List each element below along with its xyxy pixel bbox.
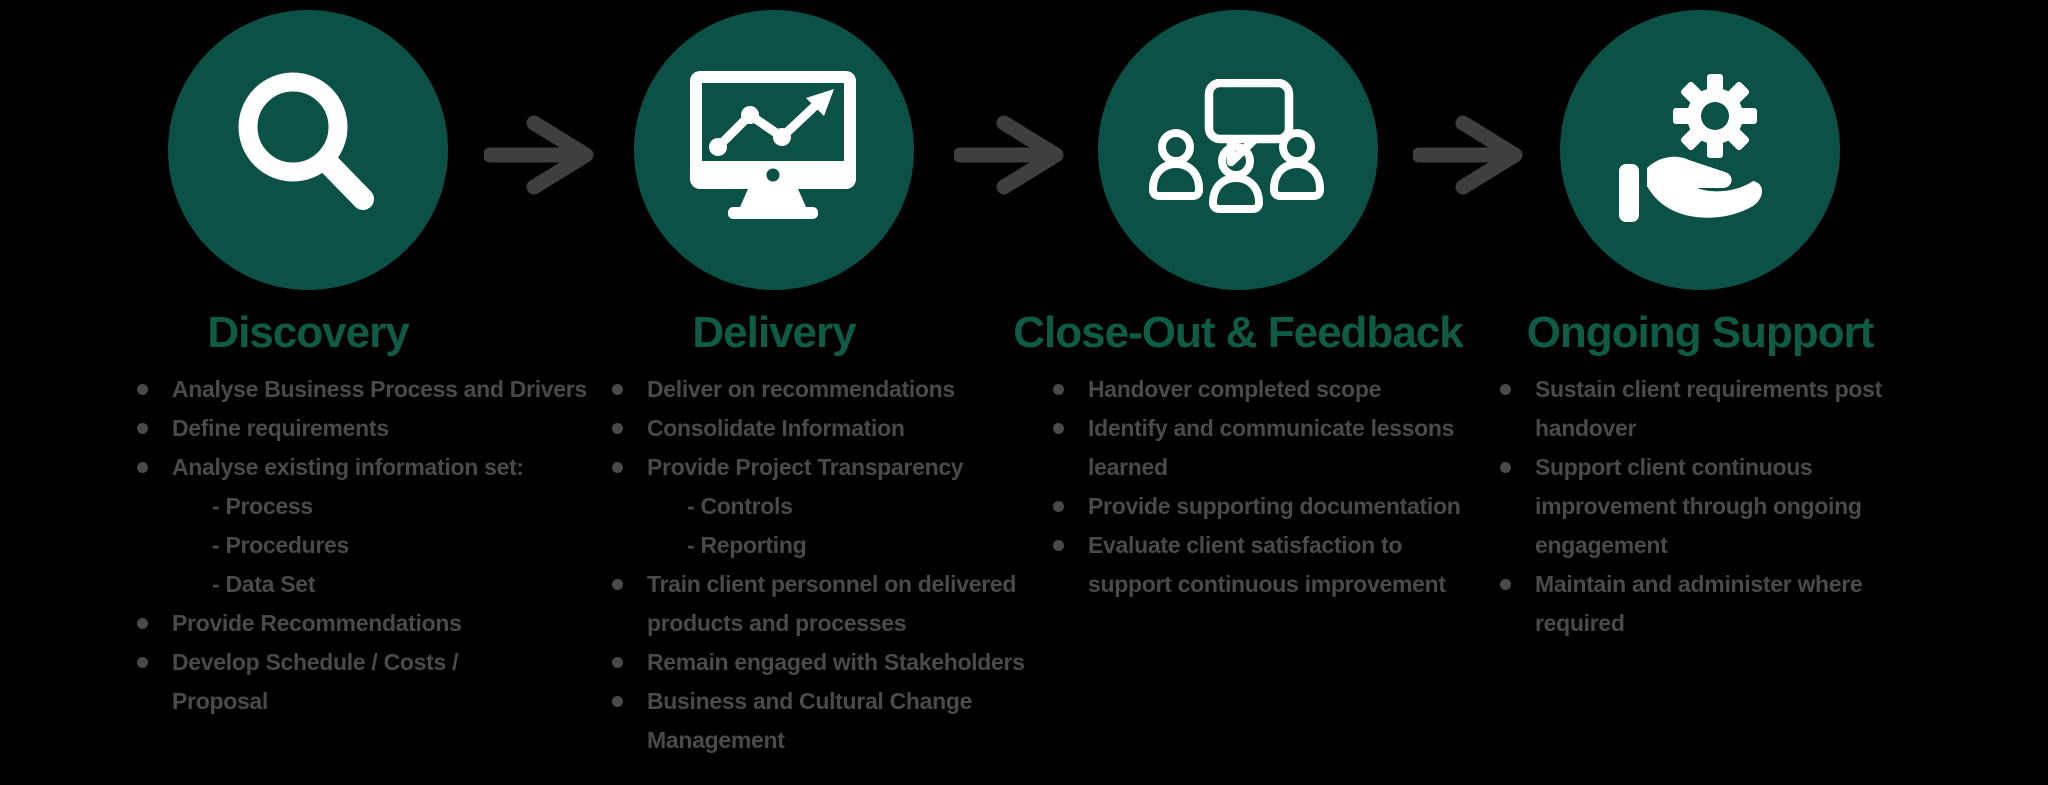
list-item-text: Analyse existing information set:: [172, 454, 524, 480]
list-item-text: Consolidate Information: [647, 415, 905, 441]
bullet-dot-icon: [612, 696, 623, 707]
list-item-text: Handover completed scope: [1088, 376, 1382, 402]
list-item: Sustain client requirements post handove…: [1500, 370, 2048, 448]
list-item: Deliver on recommendations: [612, 370, 1172, 409]
bullet-dot-icon: [1053, 540, 1064, 551]
bullet-dot-icon: [1500, 579, 1511, 590]
list-item-text: - Process: [212, 493, 313, 519]
list-item: - Process: [137, 487, 697, 526]
stage-closeout-feedback: Close-Out & Feedback Handover completed …: [1007, 10, 1469, 604]
list-item-text: Provide Project Transparency: [647, 454, 964, 480]
bullet-dot-icon: [1053, 423, 1064, 434]
list-item-text: Analyse Business Process and Drivers: [172, 376, 587, 402]
stage-circle: [168, 10, 448, 290]
bullet-dot-icon: [612, 423, 623, 434]
list-item: Provide supporting documentation: [1053, 487, 1613, 526]
list-item: Handover completed scope: [1053, 370, 1613, 409]
list-item: Provide Project Transparency: [612, 448, 1172, 487]
bullet-dot-icon: [612, 657, 623, 668]
list-item: Provide Recommendations: [137, 604, 697, 643]
list-item: Train client personnel on delivered prod…: [612, 565, 1172, 643]
stage-ongoing-support: Ongoing Support Sustain client requireme…: [1469, 10, 1931, 643]
bullet-dot-icon: [612, 579, 623, 590]
stage-bullet-list: Deliver on recommendations Consolidate I…: [543, 370, 1172, 760]
list-item: Evaluate client satisfaction to support …: [1053, 526, 1613, 604]
list-item-text: Remain engaged with Stakeholders: [647, 649, 1025, 675]
list-item: Analyse existing information set:: [137, 448, 697, 487]
arrow-icon: [954, 115, 1064, 195]
list-item-text: Provide supporting documentation: [1088, 493, 1461, 519]
list-item-text: - Procedures: [212, 532, 350, 558]
list-item-text: Deliver on recommendations: [647, 376, 955, 402]
list-item: Support client continuous improvement th…: [1500, 448, 2048, 565]
list-item-text: - Reporting: [687, 532, 807, 558]
list-item: - Reporting: [612, 526, 1172, 565]
hand-gear-icon: [1618, 74, 1762, 222]
list-item: - Controls: [612, 487, 1172, 526]
stage-bullet-list: Handover completed scope Identify and co…: [1007, 370, 1613, 604]
list-item-text: Define requirements: [172, 415, 389, 441]
bullet-dot-icon: [1500, 462, 1511, 473]
list-item-text: Provide Recommendations: [172, 610, 462, 636]
list-item-text: Support client continuous improvement th…: [1535, 454, 1862, 558]
list-item: Maintain and administer where required: [1500, 565, 2048, 643]
stage-circle: [634, 10, 914, 290]
stage-circle: [1560, 10, 1840, 290]
stage-discovery: Discovery Analyse Business Process and D…: [77, 10, 587, 721]
people-discussion-icon: [1149, 79, 1324, 213]
bullet-dot-icon: [612, 384, 623, 395]
stage-bullet-list: Analyse Business Process and Drivers Def…: [77, 370, 697, 721]
stage-title: Discovery: [207, 308, 409, 357]
bullet-dot-icon: [137, 657, 148, 668]
bullet-dot-icon: [137, 618, 148, 629]
list-item-text: Business and Cultural Change Management: [647, 688, 973, 753]
list-item: Define requirements: [137, 409, 697, 448]
stage-title: Close-Out & Feedback: [1013, 308, 1463, 357]
list-item: Business and Cultural Change Management: [612, 682, 1172, 760]
list-item-text: Maintain and administer where required: [1535, 571, 1863, 636]
stage-title: Ongoing Support: [1526, 308, 1875, 357]
list-item-text: - Controls: [687, 493, 793, 519]
bullet-dot-icon: [612, 462, 623, 473]
list-item: Develop Schedule / Costs / Proposal: [137, 643, 697, 721]
list-item: - Procedures: [137, 526, 697, 565]
bullet-dot-icon: [137, 384, 148, 395]
monitor-chart-icon: [690, 71, 856, 219]
arrow-icon: [484, 115, 594, 195]
stage-title: Delivery: [692, 308, 856, 357]
list-item: - Data Set: [137, 565, 697, 604]
bullet-dot-icon: [1053, 384, 1064, 395]
bullet-dot-icon: [137, 423, 148, 434]
bullet-dot-icon: [1053, 501, 1064, 512]
stage-circle: [1098, 10, 1378, 290]
magnifier-icon: [238, 72, 374, 210]
list-item: Identify and communicate lessons learned: [1053, 409, 1613, 487]
list-item: Consolidate Information: [612, 409, 1172, 448]
stage-delivery: Delivery Deliver on recommendations Cons…: [543, 10, 1025, 760]
list-item-text: Train client personnel on delivered prod…: [647, 571, 1017, 636]
list-item-text: Identify and communicate lessons learned: [1088, 415, 1455, 480]
arrow-icon: [1413, 115, 1523, 195]
bullet-dot-icon: [137, 462, 148, 473]
list-item-text: Sustain client requirements post handove…: [1535, 376, 1882, 441]
list-item-text: Develop Schedule / Costs / Proposal: [172, 649, 459, 714]
list-item-text: Evaluate client satisfaction to support …: [1088, 532, 1446, 597]
list-item-text: - Data Set: [212, 571, 316, 597]
list-item: Remain engaged with Stakeholders: [612, 643, 1172, 682]
bullet-dot-icon: [1500, 384, 1511, 395]
list-item: Analyse Business Process and Drivers: [137, 370, 697, 409]
stage-bullet-list: Sustain client requirements post handove…: [1469, 370, 2048, 643]
